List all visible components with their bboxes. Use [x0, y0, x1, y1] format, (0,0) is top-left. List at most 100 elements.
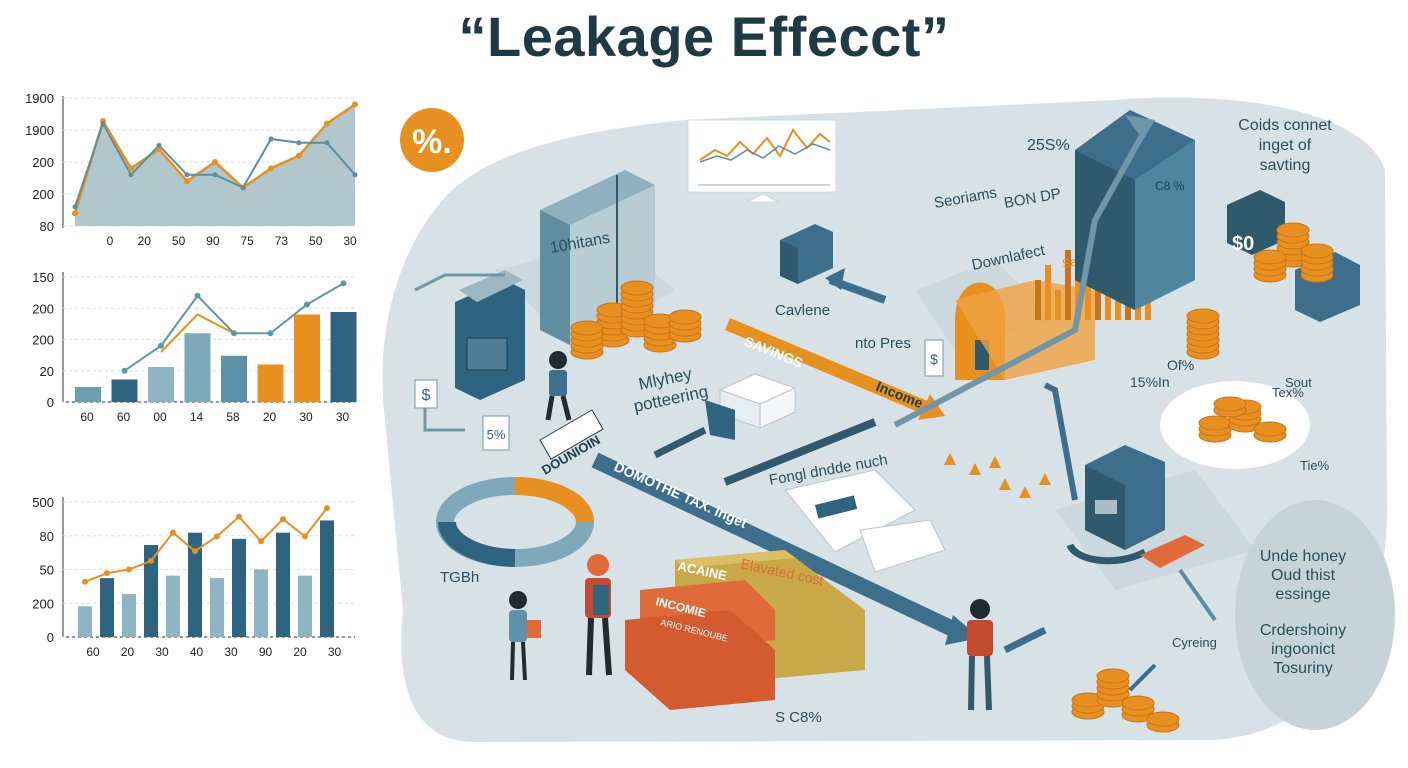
y-tick-label: 200 — [32, 333, 54, 348]
series-points — [121, 280, 347, 374]
coin — [620, 280, 654, 296]
series-point — [258, 538, 264, 545]
person-man-right — [967, 599, 993, 711]
bar — [184, 333, 211, 402]
series-2-point — [128, 172, 134, 178]
arrow-cyreing — [1178, 568, 1217, 622]
nto-pros-label: nto Pres — [855, 335, 911, 352]
series-1-point — [212, 159, 218, 165]
series-2-point — [296, 140, 302, 146]
series-2-point — [240, 185, 246, 191]
x-tick-label: 60 — [80, 410, 94, 424]
sc-label: S C8% — [775, 709, 822, 726]
series-2-point — [324, 140, 330, 146]
bars — [75, 312, 357, 402]
orange-marker — [1039, 473, 1051, 485]
y-tick-label: 1900 — [25, 91, 54, 106]
bar — [111, 379, 138, 402]
series-point — [104, 570, 110, 577]
coin — [1186, 308, 1220, 324]
cavlene-label: Cavlene — [775, 302, 830, 319]
x-tick-label: 30 — [224, 645, 238, 659]
series-points — [72, 101, 358, 217]
series-point — [304, 301, 310, 308]
dollar-tag-left: $ — [414, 379, 438, 409]
x-tick-label: 75 — [240, 234, 254, 248]
bar — [166, 575, 180, 637]
x-tick-label: 00 — [153, 410, 167, 424]
sout-label: Sout — [1285, 375, 1312, 390]
coin — [1300, 243, 1334, 259]
area-series-1 — [75, 104, 355, 226]
y-tick-label: 500 — [32, 495, 54, 510]
dollar-box-label: $0 — [1232, 233, 1254, 255]
y-tick-label: 200 — [32, 301, 54, 316]
y-tick-label: 1900 — [25, 123, 54, 138]
person-man-calculator — [585, 554, 612, 676]
orange-markers — [944, 453, 1051, 498]
orange-marker — [1019, 486, 1031, 498]
corner-note-3: savting — [1260, 157, 1311, 174]
bar — [232, 538, 246, 637]
bar — [257, 364, 284, 402]
series-1-point — [324, 120, 330, 127]
series-point — [126, 566, 132, 573]
bar — [75, 387, 101, 402]
coin — [1253, 421, 1287, 437]
top-pct-label: 25S% — [1027, 137, 1070, 154]
arrow-bank-up — [1043, 382, 1078, 501]
orange-block — [1140, 535, 1205, 568]
x-tick-label: 50 — [309, 234, 323, 248]
series-point — [324, 505, 330, 512]
tex-pct-label: Tex% — [1272, 385, 1304, 400]
donation-tag — [539, 409, 604, 460]
coin-stacks-bottom — [1071, 668, 1180, 733]
tiex-label: Tie% — [1300, 458, 1330, 473]
upward-arrow-line — [893, 128, 1148, 428]
vault-machine — [414, 270, 525, 432]
y-tick-label: 200 — [32, 187, 54, 202]
series-point — [170, 529, 176, 536]
bar — [148, 367, 174, 402]
series-2-point — [184, 172, 190, 178]
coin — [1276, 222, 1310, 238]
leakage-scene: %. 10hitans $ 5% — [382, 97, 1395, 743]
orange-marker — [989, 456, 1001, 468]
right-note-1b: Oud thist — [1271, 567, 1336, 584]
coin-stacks-left — [570, 280, 702, 360]
bar — [254, 569, 268, 637]
series-2-point — [212, 172, 218, 178]
arrow-fongl — [723, 418, 877, 486]
x-tick-label: 0 — [107, 234, 114, 248]
tax-documents — [784, 469, 946, 573]
coin — [1146, 711, 1180, 727]
series-2-point — [268, 136, 274, 142]
series-1-point — [296, 152, 302, 159]
coin-pile — [1198, 396, 1287, 443]
person-walking — [545, 351, 572, 421]
right-note-2a: Crdershoiny — [1260, 622, 1346, 639]
series-point — [121, 367, 128, 374]
series-1-point — [184, 178, 190, 185]
bar — [298, 575, 312, 637]
svg-text:$: $ — [930, 351, 938, 367]
percent-badge-label: %. — [412, 123, 452, 161]
x-tick-label: 14 — [190, 410, 204, 424]
corner-note-2: inget of — [1259, 137, 1312, 154]
arrow-head — [825, 268, 845, 290]
right-note-2b: ingoonict — [1271, 641, 1336, 658]
arrow-small — [653, 426, 707, 459]
bar — [221, 355, 247, 402]
series-point — [236, 513, 242, 520]
y-tick-label: 0 — [47, 630, 54, 645]
x-tick-label: 60 — [117, 410, 131, 424]
coin — [1213, 396, 1247, 412]
series-2-point — [72, 204, 78, 210]
